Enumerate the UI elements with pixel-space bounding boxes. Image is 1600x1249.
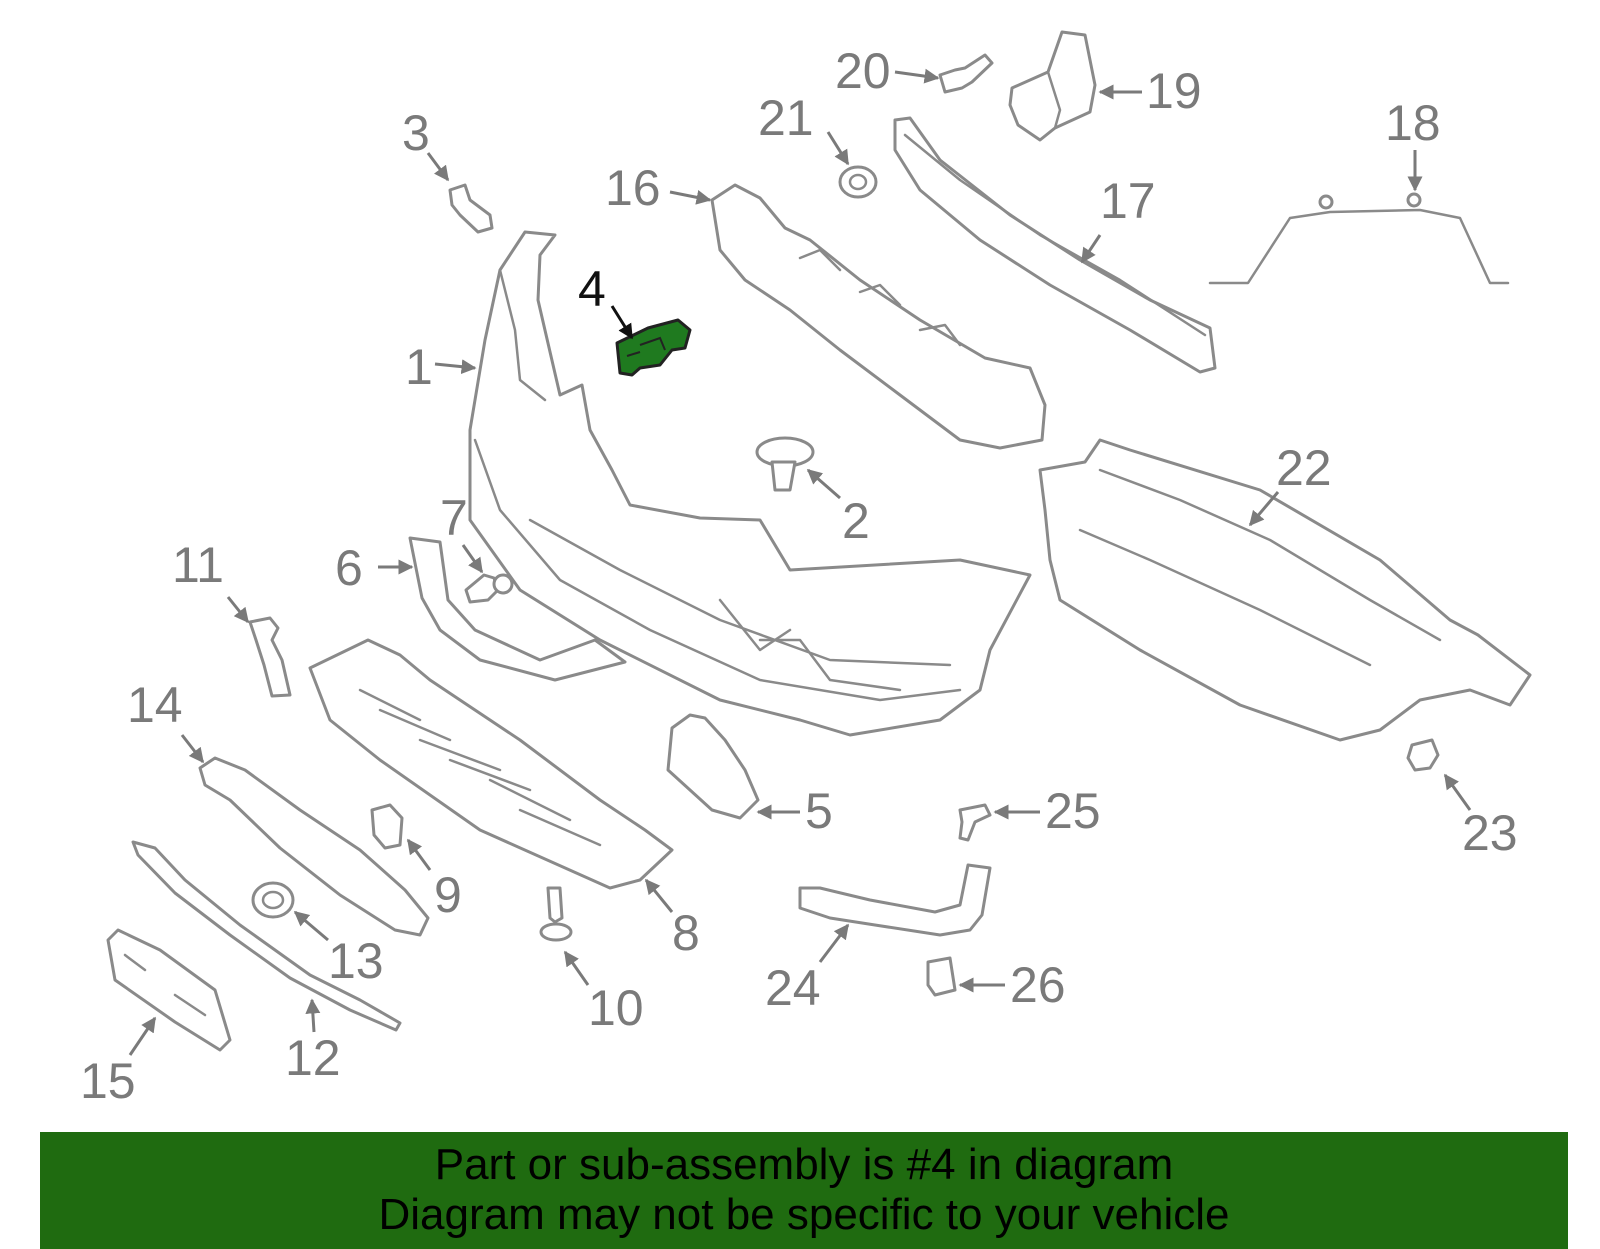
label-22: 22 (1276, 440, 1332, 496)
part-21-nut (838, 165, 878, 199)
label-25: 25 (1045, 783, 1101, 839)
part-16-energy-absorber (710, 183, 1047, 450)
label-26: 26 (1010, 957, 1066, 1013)
label-16: 16 (605, 160, 661, 216)
diagram-notice-banner: Part or sub-assembly is #4 in diagram Di… (40, 1132, 1568, 1249)
label-23: 23 (1462, 805, 1518, 861)
part-10-bolt (539, 886, 573, 942)
label-20: 20 (835, 43, 891, 99)
label-4: 4 (578, 261, 606, 317)
part-11-bracket (248, 616, 292, 698)
notice-disclaimer: Diagram may not be specific to your vehi… (378, 1190, 1230, 1239)
label-5: 5 (805, 783, 833, 839)
part-22-radiator-support (1038, 438, 1532, 742)
part-1-bumper-cover (468, 230, 1032, 737)
part-23-clip (1406, 738, 1440, 772)
label-17: 17 (1100, 173, 1156, 229)
label-6: 6 (335, 540, 363, 596)
part-26-clip-nut (926, 956, 957, 997)
label-3: 3 (402, 105, 430, 161)
part-3-bolt (448, 183, 494, 234)
part-14-absorber (198, 756, 430, 937)
label-24: 24 (765, 960, 821, 1016)
part-13-nut (251, 881, 295, 919)
label-21: 21 (758, 90, 814, 146)
label-9: 9 (434, 867, 462, 923)
label-19: 19 (1146, 63, 1202, 119)
part-2-push-clip (755, 436, 815, 492)
part-8-lower-deflector (308, 638, 674, 890)
label-18: 18 (1385, 95, 1441, 151)
notice-part-number: Part or sub-assembly is #4 in diagram (434, 1140, 1174, 1189)
part-9-clip (370, 803, 404, 850)
label-12: 12 (285, 1030, 341, 1086)
part-18-wire-bracket (1208, 192, 1510, 285)
callout-labels: 1 2 3 4 5 6 7 8 9 10 11 12 13 14 15 16 1… (80, 43, 1518, 1109)
part-15-plate-bracket (106, 928, 232, 1052)
leader-lines (128, 68, 1472, 1056)
parts-diagram: 1 2 3 4 5 6 7 8 9 10 11 12 13 14 15 16 1… (80, 30, 1532, 1109)
part-6-side-bracket (408, 536, 627, 682)
part-12-lower-moulding (131, 840, 402, 1032)
part-19-bracket (1008, 30, 1097, 142)
part-7-clip (464, 573, 514, 604)
label-8: 8 (672, 905, 700, 961)
part-17-reinforcement (893, 116, 1217, 374)
label-1: 1 (405, 339, 433, 395)
part-25-screw (958, 803, 992, 842)
label-15: 15 (80, 1053, 136, 1109)
label-2: 2 (842, 493, 870, 549)
part-20-bolt (938, 53, 994, 94)
label-11: 11 (172, 537, 224, 593)
part-24-side-bracket (798, 863, 992, 937)
label-7: 7 (440, 490, 468, 546)
label-14: 14 (127, 677, 183, 733)
part-4-bracket-highlighted (615, 318, 692, 377)
part-5-fog-cover (666, 713, 760, 820)
label-13: 13 (328, 933, 384, 989)
label-10: 10 (588, 980, 644, 1036)
